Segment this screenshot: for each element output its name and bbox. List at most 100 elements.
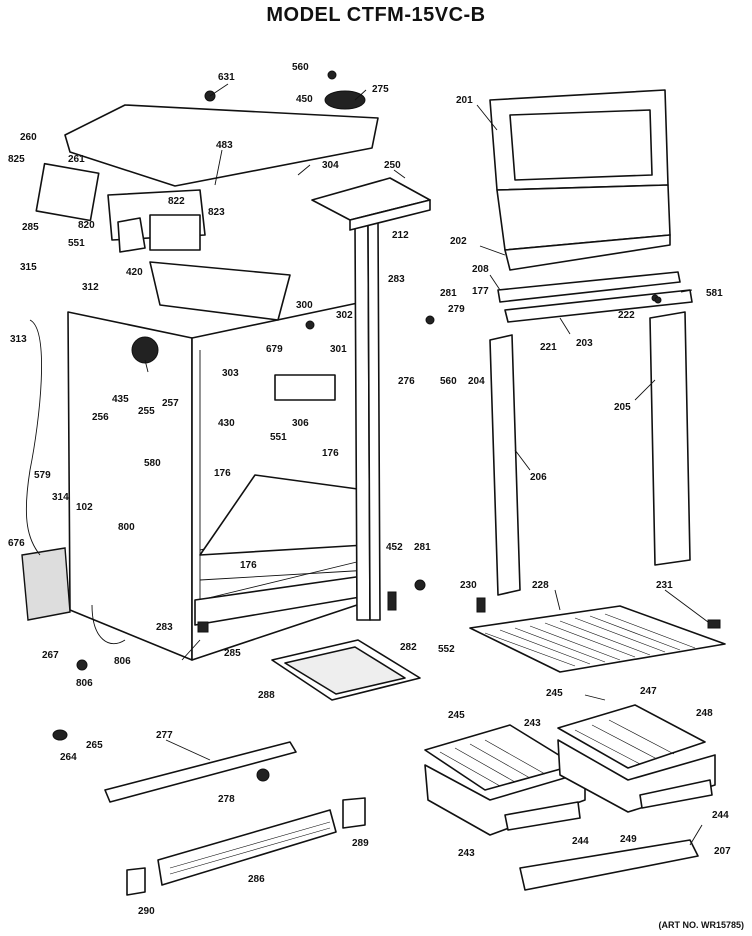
callout-244: 244 (712, 810, 729, 821)
callout-825: 825 (8, 154, 25, 165)
callout-820: 820 (78, 220, 95, 231)
callout-289: 289 (352, 838, 369, 849)
crisper-cover-right (557, 704, 706, 769)
door-side-206 (489, 334, 521, 596)
kick-plate-286 (157, 809, 337, 886)
callout-222: 222 (618, 310, 635, 321)
callout-676: 676 (8, 538, 25, 549)
callout-304: 304 (322, 160, 339, 171)
callout-257: 257 (162, 398, 179, 409)
diagram-title: MODEL CTFM-15VC-B (266, 4, 486, 26)
callout-286: 286 (248, 874, 265, 885)
callout-303: 303 (222, 368, 239, 379)
callout-822: 822 (168, 196, 185, 207)
callout-231: 231 (656, 580, 673, 591)
callout-202: 202 (450, 236, 467, 247)
callout-302: 302 (336, 310, 353, 321)
callout-283: 283 (388, 274, 405, 285)
callout-285: 285 (224, 648, 241, 659)
callout-435: 435 (112, 394, 129, 405)
callout-249: 249 (620, 834, 637, 845)
callout-312: 312 (82, 282, 99, 293)
callout-450: 450 (296, 94, 313, 105)
callout-208: 208 (472, 264, 489, 275)
callout-230: 230 (460, 580, 477, 591)
art-number: (ART NO. WR15785) (658, 920, 744, 930)
callout-452: 452 (386, 542, 403, 553)
freezer-components (35, 162, 291, 321)
callout-282: 282 (400, 642, 417, 653)
callout-551: 551 (270, 432, 287, 443)
callout-823: 823 (208, 207, 225, 218)
callout-276: 276 (398, 376, 415, 387)
callout-580: 580 (144, 458, 161, 469)
callout-250: 250 (384, 160, 401, 171)
callout-281: 281 (440, 288, 457, 299)
callout-300: 300 (296, 300, 313, 311)
callout-201: 201 (456, 95, 473, 106)
callout-806: 806 (76, 678, 93, 689)
callout-679: 679 (266, 344, 283, 355)
callout-228: 228 (532, 580, 549, 591)
door-trim (497, 271, 693, 323)
callout-277: 277 (156, 730, 173, 741)
callout-203: 203 (576, 338, 593, 349)
callout-212: 212 (392, 230, 409, 241)
callout-314: 314 (52, 492, 69, 503)
small-hardware (25, 296, 721, 671)
callout-labels: 631 560 275 450 201 260 825 261 483 304 … (8, 62, 731, 917)
callout-177: 177 (472, 286, 489, 297)
callout-551: 551 (68, 238, 85, 249)
callout-275: 275 (372, 84, 389, 95)
callout-315: 315 (20, 262, 37, 273)
callout-207: 207 (714, 846, 731, 857)
callout-288: 288 (258, 690, 275, 701)
callout-579: 579 (34, 470, 51, 481)
callout-581: 581 (706, 288, 723, 299)
callout-260: 260 (20, 132, 37, 143)
callout-265: 265 (86, 740, 103, 751)
callout-261: 261 (68, 154, 85, 165)
callout-176: 176 (240, 560, 257, 571)
hinge-assembly (204, 70, 366, 110)
callout-205: 205 (614, 402, 631, 413)
cabinet-side-rails (354, 221, 381, 621)
callout-247: 247 (640, 686, 657, 697)
cabinet-top (64, 104, 379, 187)
callout-267: 267 (42, 650, 59, 661)
callout-800: 800 (118, 522, 135, 533)
callout-102: 102 (76, 502, 93, 513)
callout-430: 430 (218, 418, 235, 429)
leader-lines (144, 83, 709, 846)
callout-301: 301 (330, 344, 347, 355)
callout-243: 243 (524, 718, 541, 729)
callout-245: 245 (546, 688, 563, 699)
callout-279: 279 (448, 304, 465, 315)
top-shelf-212 (311, 177, 431, 231)
callout-283: 283 (156, 622, 173, 633)
crisper-drawer-right (557, 739, 716, 813)
callout-420: 420 (126, 267, 143, 278)
callout-244: 244 (572, 836, 589, 847)
callout-255: 255 (138, 406, 155, 417)
callout-256: 256 (92, 412, 109, 423)
cabinet-liner (67, 299, 373, 661)
crisper-pan-288 (271, 639, 421, 701)
callout-176: 176 (214, 468, 231, 479)
callout-285: 285 (22, 222, 39, 233)
callout-483: 483 (216, 140, 233, 151)
rear-panel-267 (21, 547, 71, 621)
callout-313: 313 (10, 334, 27, 345)
callout-206: 206 (530, 472, 547, 483)
callout-264: 264 (60, 752, 77, 763)
callout-176: 176 (322, 448, 339, 459)
callout-221: 221 (540, 342, 557, 353)
callout-204: 204 (468, 376, 485, 387)
callout-290: 290 (138, 906, 155, 917)
callout-306: 306 (292, 418, 309, 429)
wire-shelf-228 (469, 605, 726, 673)
callout-281: 281 (414, 542, 431, 553)
callout-552: 552 (438, 644, 455, 655)
callout-278: 278 (218, 794, 235, 805)
